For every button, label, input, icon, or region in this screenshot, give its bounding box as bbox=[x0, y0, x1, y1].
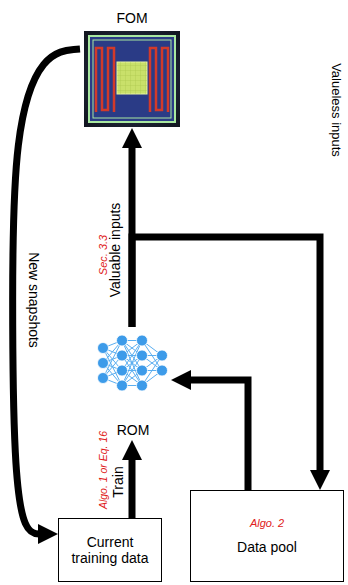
nn-link bbox=[122, 341, 142, 386]
box-label: Current training data bbox=[65, 534, 155, 566]
edge-label: Valuable inputs bbox=[108, 203, 123, 298]
nn-neuron bbox=[98, 373, 109, 384]
nn-neuron bbox=[117, 365, 128, 376]
chip-picture bbox=[84, 31, 180, 127]
nn-neuron bbox=[117, 380, 128, 391]
reference-note: Sec. 3.3 bbox=[97, 235, 109, 275]
flow-arrow bbox=[129, 456, 136, 518]
process-box: Current training data bbox=[58, 518, 162, 582]
nn-neuron bbox=[157, 365, 168, 376]
nn-neuron bbox=[157, 350, 168, 361]
edge-label: New snapshots bbox=[25, 252, 40, 348]
heater-coil bbox=[96, 48, 114, 112]
nn-link bbox=[122, 341, 142, 386]
flow-arrow bbox=[187, 380, 248, 490]
chip-die bbox=[117, 62, 147, 94]
box-label: Data pool bbox=[237, 539, 297, 555]
nn-neuron bbox=[137, 350, 148, 361]
chip-substrate bbox=[89, 36, 175, 122]
neural-network-icon bbox=[98, 335, 168, 391]
nn-neuron bbox=[98, 343, 109, 354]
edge-label: Train bbox=[111, 466, 126, 497]
process-box: Algo. 2 Data pool bbox=[190, 490, 344, 582]
nn-neuron bbox=[137, 335, 148, 346]
flow-arrow bbox=[132, 237, 320, 474]
model-figure: FOM bbox=[80, 4, 184, 128]
chip-die-grid bbox=[117, 62, 147, 94]
nn-neuron bbox=[137, 365, 148, 376]
nn-neuron bbox=[137, 380, 148, 391]
heater-coil bbox=[150, 48, 168, 112]
reference-note: Algo. 1 or Eq. 16 bbox=[98, 431, 110, 509]
flow-arrow bbox=[13, 49, 80, 534]
model-figure: ROM bbox=[95, 327, 171, 440]
model-name: ROM bbox=[117, 422, 150, 438]
nn-neuron bbox=[117, 350, 128, 361]
model-name: FOM bbox=[116, 10, 147, 26]
nn-neuron bbox=[117, 335, 128, 346]
chip-frame bbox=[93, 40, 171, 118]
chip-ground bbox=[84, 31, 180, 127]
edge-label: Valueless inputs bbox=[329, 63, 343, 157]
nn-neuron bbox=[98, 358, 109, 369]
algorithm-ref: Algo. 2 bbox=[250, 517, 284, 530]
